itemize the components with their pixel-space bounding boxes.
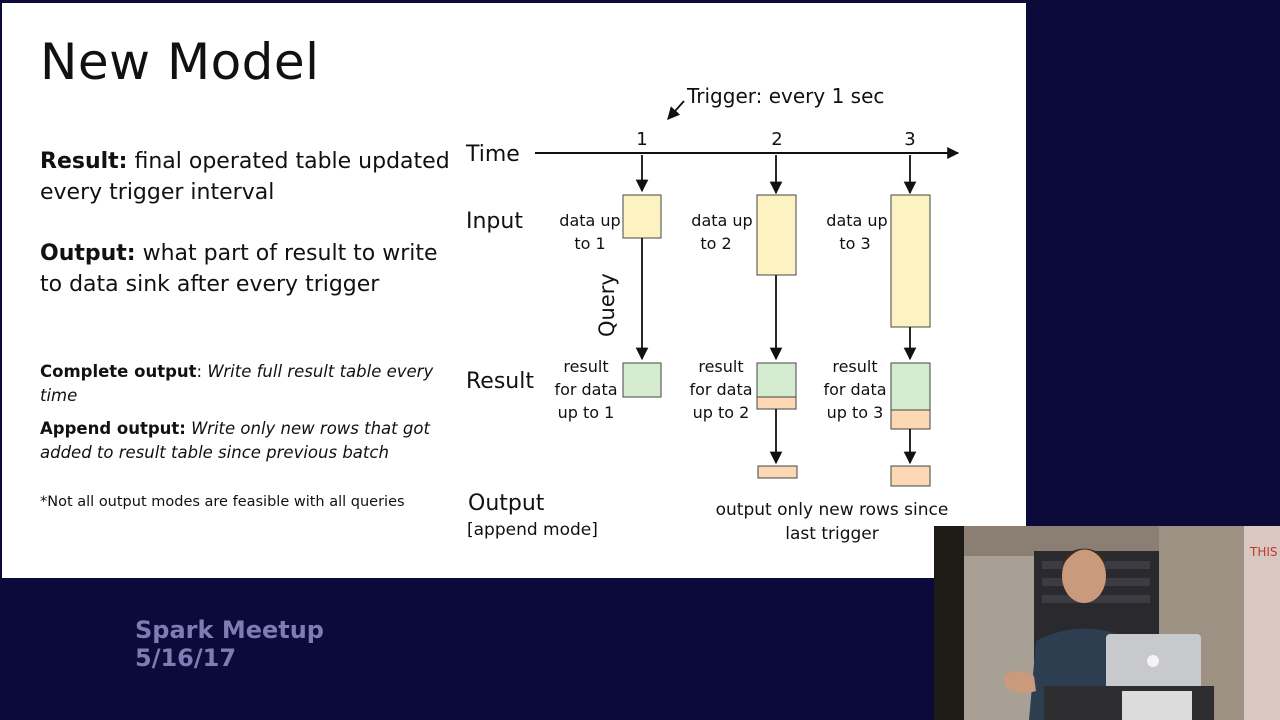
complete-term: Complete output xyxy=(40,362,197,381)
output-box-3 xyxy=(890,465,931,487)
event-title: Spark Meetup xyxy=(135,616,324,644)
footnote: *Not all output modes are feasible with … xyxy=(40,494,405,510)
input-label-2a: data up xyxy=(691,211,752,230)
output-text: what part of result to write to data sin… xyxy=(40,241,438,297)
speaker-head xyxy=(1062,549,1106,603)
result-label-2a: result xyxy=(698,357,743,376)
output-note-line1: output only new rows since xyxy=(716,500,949,520)
result-label-1c: up to 1 xyxy=(558,403,615,422)
output-row-label: Output xyxy=(468,491,545,516)
trigger-label: Trigger: every 1 sec xyxy=(686,84,884,108)
trigger-pointer-arrow xyxy=(667,100,685,120)
output-note-line2: last trigger xyxy=(785,524,878,544)
result-label-2b: for data xyxy=(689,380,752,399)
event-date: 5/16/17 xyxy=(135,644,237,672)
output-definition: Output: what part of result to write to … xyxy=(40,238,460,300)
speaker-video-frame: THIS RED thet WHE THIS xyxy=(934,526,1280,720)
apple-logo-icon xyxy=(1147,655,1159,667)
append-output-mode: Append output: Write only new rows that … xyxy=(40,417,440,465)
result-label-2c: up to 2 xyxy=(693,403,750,422)
time-tick-1: 1 xyxy=(636,129,647,150)
complete-text: Write full result table every time xyxy=(40,362,434,405)
speaker-video: THIS RED thet WHE THIS xyxy=(934,526,1280,720)
output-mode-label: [append mode] xyxy=(467,520,598,540)
result-box-2 xyxy=(756,362,797,398)
complete-sep: : xyxy=(196,362,208,381)
result-label-3c: up to 3 xyxy=(827,403,884,422)
whiteboard-text: THIS RED thet WHE THIS xyxy=(1249,545,1280,559)
result-box-3-new-rows xyxy=(890,409,931,430)
input-box-1 xyxy=(622,194,662,239)
event-watermark: Spark Meetup 5/16/17 xyxy=(135,616,324,672)
result-label-1b: for data xyxy=(554,380,617,399)
input-label-1a: data up xyxy=(559,211,620,230)
result-term: Result: xyxy=(40,149,128,174)
append-term: Append output: xyxy=(40,419,186,438)
input-box-2 xyxy=(756,194,797,276)
result-text: final operated table updated every trigg… xyxy=(40,149,450,205)
output-box-2 xyxy=(757,465,798,479)
result-label-3b: for data xyxy=(823,380,886,399)
time-label: Time xyxy=(465,142,520,167)
input-box-3 xyxy=(890,194,931,328)
result-label-3a: result xyxy=(832,357,877,376)
append-text: Write only new rows that got added to re… xyxy=(40,419,430,462)
output-term: Output: xyxy=(40,241,136,266)
input-row-label: Input xyxy=(466,209,523,234)
result-box-2-new-rows xyxy=(756,396,797,410)
input-label-2b: to 2 xyxy=(700,234,731,253)
slide: New Model Result: final operated table u… xyxy=(2,3,1026,578)
result-row-label: Result xyxy=(466,369,534,394)
result-label-1a: result xyxy=(563,357,608,376)
time-tick-3: 3 xyxy=(904,129,915,150)
input-label-1b: to 1 xyxy=(574,234,605,253)
slide-title: New Model xyxy=(40,33,320,91)
input-label-3a: data up xyxy=(826,211,887,230)
complete-output-mode: Complete output: Write full result table… xyxy=(40,360,440,408)
time-tick-2: 2 xyxy=(771,129,782,150)
query-label: Query xyxy=(595,273,619,337)
model-diagram: Trigger: every 1 sec Time 1 2 3 Input Re… xyxy=(465,84,960,544)
input-label-3b: to 3 xyxy=(839,234,870,253)
result-box-1 xyxy=(622,362,662,398)
result-box-3 xyxy=(890,362,931,411)
result-definition: Result: final operated table updated eve… xyxy=(40,146,460,208)
